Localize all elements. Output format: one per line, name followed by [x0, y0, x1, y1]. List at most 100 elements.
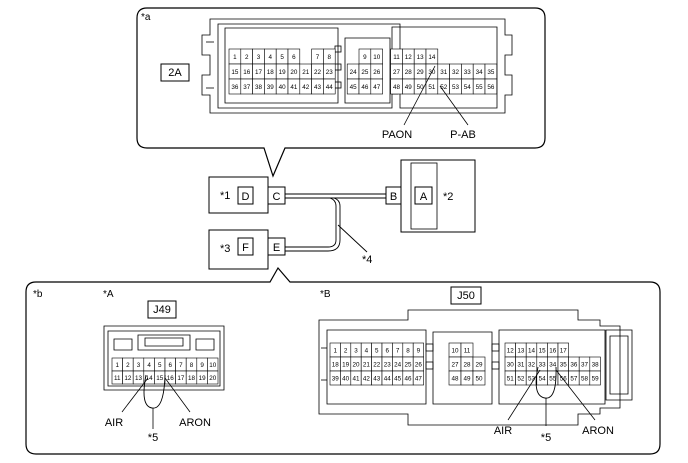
j50-pin-18: 18 [332, 361, 340, 368]
j50-pin-15: 15 [539, 347, 547, 354]
2a-pin-38: 38 [255, 84, 263, 91]
j50-pin-16: 16 [549, 347, 557, 354]
j50-housing [318, 309, 633, 426]
j50-pin-36: 36 [570, 361, 578, 368]
2a-pin-56: 56 [487, 84, 495, 91]
j50-pin-13: 13 [517, 347, 525, 354]
j50-pin-27: 27 [451, 361, 459, 368]
j50-pin-cell-47 [412, 370, 424, 386]
box-e-label: E [273, 242, 280, 254]
2a-pin-36: 36 [231, 84, 239, 91]
j50-pin-45: 45 [394, 375, 402, 382]
2a-pin-23: 23 [326, 69, 334, 76]
j49-pin-14: 14 [146, 375, 154, 382]
j49-short-loop [143, 374, 166, 409]
2a-pin-26: 26 [373, 69, 381, 76]
j50-pin-32: 32 [528, 361, 536, 368]
2a-pin-47: 47 [373, 84, 381, 91]
j50-pin-47: 47 [415, 375, 423, 382]
2a-pin-53: 53 [452, 84, 460, 91]
j50-pin-42: 42 [363, 375, 371, 382]
j50-pin-23: 23 [384, 361, 392, 368]
2a-pin-3: 3 [257, 54, 261, 61]
2a-pin-cell-47 [370, 78, 383, 95]
top-callout-tag: *a [141, 12, 151, 23]
j49-pin-1: 1 [116, 362, 120, 369]
box-b-label: B [390, 191, 397, 203]
j50-pin-44: 44 [384, 375, 392, 382]
j50-pin-9: 9 [417, 347, 421, 354]
box-a [414, 186, 433, 205]
j50-pin-43: 43 [373, 375, 381, 382]
2a-pin-11: 11 [393, 54, 400, 61]
j50-pin-55: 55 [549, 375, 557, 382]
j50-pin-7: 7 [396, 347, 400, 354]
j50-pin-30: 30 [507, 361, 515, 368]
j50-pin-cell-59 [589, 370, 601, 386]
j49-pin-11: 11 [114, 375, 121, 382]
box-e [267, 237, 286, 256]
2a-pin-25: 25 [361, 69, 369, 76]
2a-pin-10: 10 [373, 54, 381, 61]
j50-pin-31: 31 [517, 361, 525, 368]
2a-pin-cell-56 [484, 78, 498, 95]
j50-pin-19: 19 [342, 361, 350, 368]
j50-short-loop [535, 366, 557, 399]
j49-name-box [147, 300, 177, 319]
j50-pin-24: 24 [394, 361, 402, 368]
2a-pin-50: 50 [417, 84, 425, 91]
j50-pin-25: 25 [404, 361, 412, 368]
j50-pin-58: 58 [581, 375, 589, 382]
note-2: *2 [443, 191, 453, 203]
j50-pin-22: 22 [373, 361, 381, 368]
2a-pin-22: 22 [314, 69, 322, 76]
2a-pin-46: 46 [361, 84, 369, 91]
j49-name: J49 [153, 304, 171, 316]
2a-pin-42: 42 [302, 84, 310, 91]
2a-pin-44: 44 [326, 84, 334, 91]
j49-pin-15: 15 [156, 375, 164, 382]
paon-leader [403, 65, 436, 126]
j50-pin-5: 5 [375, 347, 379, 354]
j50-pin-56: 56 [560, 375, 568, 382]
2a-pin-31: 31 [440, 69, 448, 76]
j49-pin-3: 3 [137, 362, 141, 369]
box-c [267, 186, 286, 205]
j50-pin-20: 20 [352, 361, 360, 368]
2a-pin-18: 18 [267, 69, 275, 76]
2a-pin-6: 6 [292, 54, 296, 61]
j49-pin-10: 10 [209, 362, 217, 369]
2a-pin-52: 52 [440, 84, 448, 91]
note-1: *1 [220, 190, 230, 202]
j50-pin-2: 2 [344, 347, 348, 354]
2a-pin-20: 20 [290, 69, 298, 76]
j50-air-label: AIR [494, 425, 512, 437]
j50-pin-39: 39 [332, 375, 340, 382]
j49-pin-12: 12 [124, 375, 132, 382]
connector-2a-housing [201, 18, 513, 114]
j50-pin-41: 41 [352, 375, 360, 382]
j49-pin-4: 4 [147, 362, 151, 369]
j50-aron-leader [555, 369, 596, 421]
2a-pin-40: 40 [279, 84, 287, 91]
j50-pin-37: 37 [581, 361, 589, 368]
j50-pin-12: 12 [507, 347, 515, 354]
j50-pin-14: 14 [528, 347, 536, 354]
j50-pin-28: 28 [463, 361, 471, 368]
2a-pin-29: 29 [417, 69, 425, 76]
j49-pin-18: 18 [188, 375, 196, 382]
j50-pin-10: 10 [451, 347, 459, 354]
j50-pin-29: 29 [475, 361, 483, 368]
harness [285, 193, 386, 253]
j49-pin-13: 13 [135, 375, 143, 382]
j49-pin-5: 5 [158, 362, 162, 369]
2a-pin-8: 8 [328, 54, 332, 61]
j49-pin-17: 17 [177, 375, 185, 382]
note-4: *4 [362, 254, 372, 266]
j50-pin-54: 54 [539, 375, 547, 382]
2a-pin-cell-44 [323, 78, 336, 95]
j49-pin-20: 20 [209, 375, 217, 382]
